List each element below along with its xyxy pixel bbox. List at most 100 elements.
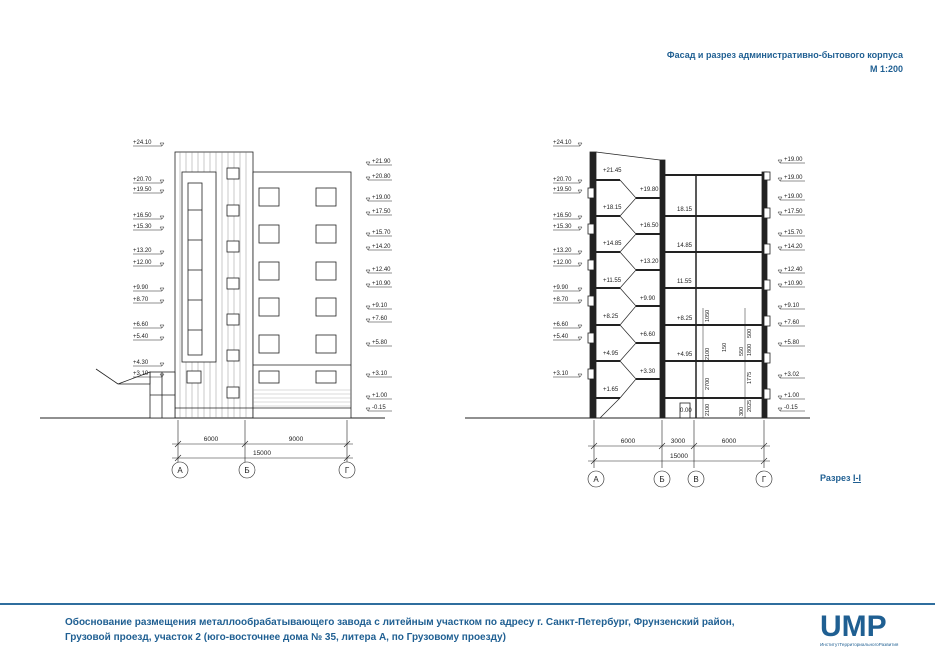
section-dim-3: 6000 [722,438,737,445]
level-triangle [777,232,783,237]
vertical-dim: 150 [722,343,728,352]
level-mark: +21.90 [372,159,391,165]
level-triangle [159,226,165,231]
level-triangle [777,395,783,400]
level-triangle [159,179,165,184]
level-mark: +17.50 [784,209,803,215]
level-triangle [365,318,371,323]
level-triangle [777,269,783,274]
facade-dim-2: 9000 [289,436,304,443]
level-mark: +17.50 [372,209,391,215]
section-right-levels: +19.00+19.00+19.00+17.50+15.70+14.20+12.… [777,157,805,412]
level-triangle [777,322,783,327]
level-mark: +19.00 [372,195,391,201]
level-mark: +20.70 [133,177,152,183]
level-mark: +5.80 [372,340,388,346]
level-triangle [365,232,371,237]
level-triangle [777,374,783,379]
level-mark: +8.70 [133,297,149,303]
level-triangle [777,342,783,347]
section-axis-g: Г [762,475,767,484]
facade-dim-total: 15000 [253,450,271,457]
level-mark: +15.30 [553,224,572,230]
level-mark: +12.00 [553,260,572,266]
vertical-dim: 500 [747,329,753,338]
vertical-dim: 1050 [705,310,711,322]
level-triangle [577,215,583,220]
vertical-dim: 1800 [747,344,753,356]
level-triangle [577,373,583,378]
level-mark: +16.50 [133,213,152,219]
level-mark: +10.90 [372,281,391,287]
stair-level: +14.85 [603,241,622,247]
level-triangle [777,305,783,310]
level-triangle [365,246,371,251]
facade-left-levels: +24.10+20.70+19.50+16.50+15.30+13.20+12.… [133,140,165,378]
level-mark: -0.15 [784,405,798,411]
level-mark: +1.00 [784,393,800,399]
floor-level: 11.55 [677,279,692,285]
logo-text: UMP [820,610,887,643]
facade-dimensions [171,420,356,479]
vertical-dim: 2100 [705,404,711,416]
level-mark: +9.10 [372,303,388,309]
level-triangle [577,142,583,147]
level-mark: +5.40 [553,334,569,340]
floor-level: +4.95 [677,352,693,358]
facade-right-levels: +21.90+20.80+19.00+17.50+15.70+14.20+12.… [365,159,392,412]
level-mark: +6.60 [133,322,149,328]
drawing-scale: М 1:200 [869,64,903,74]
level-mark: +15.70 [784,230,803,236]
vertical-dim: 2100 [705,348,711,360]
stair-level: +9.90 [640,296,656,302]
level-triangle [159,189,165,194]
level-triangle [577,299,583,304]
level-mark: +5.80 [784,340,800,346]
level-triangle [577,287,583,292]
stair-level: +16.50 [640,223,659,229]
level-mark: +16.50 [553,213,572,219]
stair-level: +13.20 [640,259,659,265]
level-mark: -0.15 [372,405,386,411]
level-mark: +19.50 [133,187,152,193]
level-mark: +12.40 [372,267,391,273]
stair-level: +11.55 [603,278,622,284]
level-triangle [365,197,371,202]
level-mark: +15.70 [372,230,391,236]
level-mark: +19.00 [784,194,803,200]
vertical-dim: 2700 [705,378,711,390]
level-triangle [365,176,371,181]
level-triangle [777,283,783,288]
level-triangle [777,159,783,164]
drawing-title: Фасад и разрез административно-бытового … [666,50,903,60]
level-mark: +9.90 [553,285,569,291]
section-view [465,151,810,419]
facade-axis-g: Г [345,466,350,475]
facade-axis-a: А [177,466,183,475]
level-mark: +7.60 [372,316,388,322]
level-triangle [365,211,371,216]
level-triangle [365,161,371,166]
section-label: Разрез I-I [820,473,861,483]
project-description-line2: Грузовой проезд, участок 2 (юго-восточне… [65,632,506,643]
level-mark: +13.20 [553,248,572,254]
level-triangle [365,269,371,274]
stair-level: +6.60 [640,332,656,338]
vertical-dim: 300 [739,407,745,416]
vertical-dim: 550 [739,347,745,356]
level-triangle [365,283,371,288]
floor-level: 14.85 [677,243,693,249]
level-mark: +7.60 [784,320,800,326]
level-mark: +24.10 [553,140,572,146]
level-mark: +13.20 [133,248,152,254]
level-mark: +9.10 [784,303,800,309]
level-triangle [577,262,583,267]
level-triangle [159,324,165,329]
level-mark: +1.00 [372,393,388,399]
section-dimensions [587,420,773,488]
stair-level: +3.30 [640,369,656,375]
level-mark: +20.80 [372,174,391,180]
stair-level: +21.45 [603,168,622,174]
level-triangle [365,342,371,347]
level-mark: +19.00 [784,157,803,163]
